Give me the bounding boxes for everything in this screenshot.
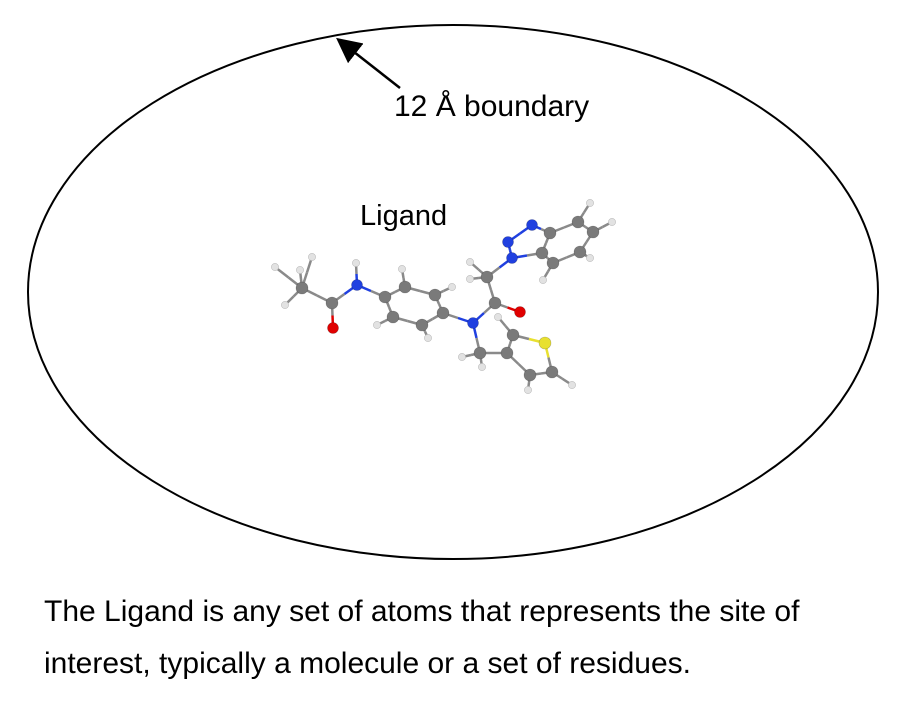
hydrogen-atom — [608, 218, 616, 226]
carbon-atom — [523, 368, 537, 382]
carbon-atom — [546, 256, 560, 270]
carbon-atom — [535, 246, 549, 260]
hydrogen-atom — [568, 381, 576, 389]
hydrogen-atom — [424, 334, 432, 342]
carbon-atom — [573, 245, 587, 259]
caption-line-1: The Ligand is any set of atoms that repr… — [44, 595, 800, 628]
hydrogen-atom — [296, 266, 304, 274]
hydrogen-atom — [478, 363, 486, 371]
carbon-atom — [473, 346, 487, 360]
carbon-atom — [415, 318, 429, 332]
hydrogen-atom — [466, 275, 474, 283]
oxygen-atom — [327, 322, 339, 334]
hydrogen-atom — [281, 301, 289, 309]
carbon-atom — [428, 288, 442, 302]
hydrogen-atom — [524, 386, 532, 394]
hydrogen-atom — [352, 259, 360, 267]
nitrogen-atom — [506, 252, 518, 264]
hydrogen-atom — [494, 313, 502, 321]
carbon-atom — [506, 328, 520, 342]
hydrogen-atom — [448, 283, 456, 291]
ligand-label: Ligand — [360, 200, 448, 232]
hydrogen-atom — [308, 253, 316, 261]
hydrogen-atom — [271, 263, 279, 271]
nitrogen-atom — [526, 219, 538, 231]
hydrogen-atom — [458, 353, 466, 361]
carbon-atom — [545, 365, 559, 379]
oxygen-atom — [514, 306, 526, 318]
carbon-atom — [398, 280, 412, 294]
carbon-atom — [295, 281, 309, 295]
ligand-molecule — [271, 199, 616, 394]
boundary-label: 12 Å boundary — [394, 90, 590, 123]
boundary-arrow — [336, 37, 401, 89]
carbon-atom — [378, 290, 392, 304]
hydrogen-atom — [466, 258, 474, 266]
boundary-ellipse — [27, 24, 879, 560]
caption: The Ligand is any set of atoms that repr… — [44, 586, 799, 690]
carbon-atom — [325, 296, 339, 310]
nitrogen-atom — [502, 236, 514, 248]
carbon-atom — [386, 310, 400, 324]
nitrogen-atom — [351, 279, 363, 291]
carbon-atom — [436, 306, 450, 320]
hydrogen-atom — [539, 276, 547, 284]
hydrogen-atom — [586, 254, 594, 262]
hydrogen-atom — [398, 265, 406, 273]
nitrogen-atom — [467, 317, 479, 329]
carbon-atom — [543, 226, 557, 240]
carbon-atom — [586, 225, 600, 239]
hydrogen-atom — [373, 321, 381, 329]
caption-line-2: interest, typically a molecule or a set … — [44, 647, 691, 680]
carbon-atom — [571, 215, 585, 229]
carbon-atom — [500, 346, 514, 360]
hydrogen-atom — [586, 199, 594, 207]
carbon-atom — [480, 270, 494, 284]
carbon-atom — [488, 296, 502, 310]
sulfur-atom — [538, 336, 552, 350]
